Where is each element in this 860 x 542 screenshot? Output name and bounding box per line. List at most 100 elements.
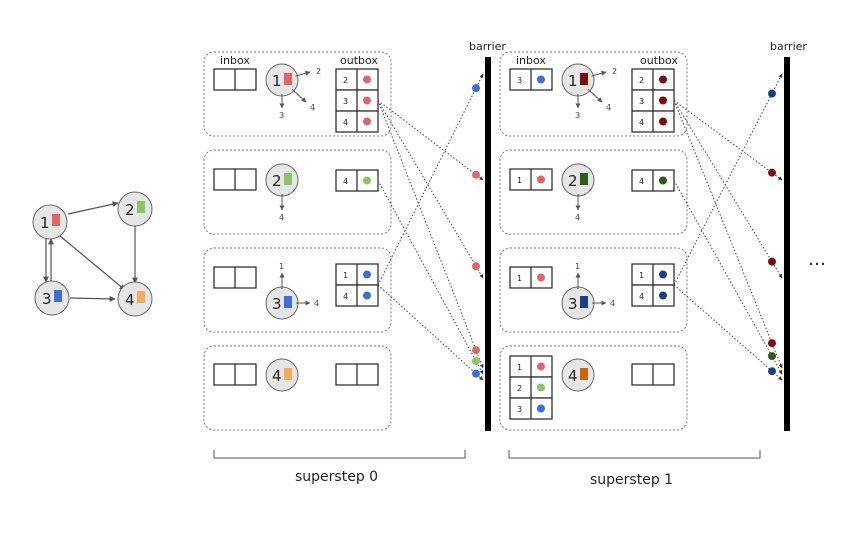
ss1-vertex-1-square — [580, 73, 588, 85]
ss1-worker-1-outbox-msg-dot — [659, 75, 667, 84]
ss0-worker-1-outbox-to-2: 2 — [343, 76, 348, 85]
ss1-worker-4-inbox-from-1: 1 — [517, 363, 522, 372]
ss1-vertex-1-edge-label-3: 3 — [575, 111, 580, 120]
ss0-worker-3-outbox-msg-dot — [363, 270, 371, 279]
ss1-vertex-3-label: 3 — [568, 295, 578, 313]
ss1-message-2-to-4 — [673, 180, 783, 375]
graph-node-2: 2 — [117, 191, 153, 227]
ss1-worker-3-outbox-to-4: 4 — [639, 292, 644, 301]
ss0-message-3-to-4 — [377, 284, 484, 381]
ss1-vertex-2-edge-label-4: 4 — [575, 213, 580, 222]
ss0-worker-4-inbox — [213, 363, 257, 386]
ss0-vertex-2-square — [284, 173, 292, 185]
ss1-message-dot-1-to-4 — [768, 339, 776, 348]
ss1-vertex-3-square — [580, 296, 588, 308]
ss0-vertex-1: 1 — [265, 63, 299, 97]
ss0-worker-2-inbox — [213, 168, 257, 191]
ss0-worker-1-outbox: 234 — [335, 68, 379, 133]
ss1-vertex-4: 4 — [561, 358, 595, 392]
ss0-worker-2-outbox-msg-dot — [363, 176, 371, 185]
ss0-message-2-to-4 — [377, 180, 484, 375]
graph-node-4: 4 — [117, 281, 153, 317]
graph-node-4-label: 4 — [125, 291, 135, 309]
ss1-message-dot-1-to-2 — [768, 168, 776, 177]
ss1-vertex-4-label: 4 — [568, 367, 578, 385]
ss0-inbox-heading: inbox — [220, 54, 250, 67]
ss0-vertex-4-label: 4 — [272, 367, 282, 385]
ss1-worker-2-inbox-from-1: 1 — [517, 176, 522, 185]
ss0-vertex-3-label: 3 — [272, 295, 282, 313]
barrier-0 — [485, 57, 491, 431]
graph-node-3: 3 — [34, 280, 70, 316]
ss0-vertex-1-edge-to-2 — [295, 70, 311, 77]
ss1-worker-4-outbox — [631, 363, 675, 386]
ss0-message-dot-1-to-2 — [472, 170, 480, 179]
ss0-message-dot-3-to-4 — [472, 369, 480, 378]
ss1-worker-1-box — [499, 51, 688, 137]
ss0-vertex-2-label: 2 — [272, 172, 282, 190]
ss1-worker-3-outbox-msg-dot — [659, 291, 667, 300]
graph-node-3-label: 3 — [42, 290, 52, 308]
ss1-inbox-heading: inbox — [516, 54, 546, 67]
ss0-outbox-heading: outbox — [340, 54, 378, 67]
ss0-worker-1-inbox — [213, 68, 257, 91]
ss0-worker-2-outbox: 4 — [335, 169, 379, 192]
ss1-message-dot-2-to-4 — [768, 352, 776, 361]
ss0-worker-1-outbox-msg-dot — [363, 117, 371, 126]
ss0-worker-4-outbox — [335, 363, 379, 386]
ss1-worker-1-outbox-to-2: 2 — [639, 76, 644, 85]
ss0-message-dot-3-to-1 — [472, 84, 480, 93]
superstep-1-bracket — [508, 450, 761, 459]
graph-node-3-square — [54, 290, 62, 302]
ss1-vertex-2-square — [580, 173, 588, 185]
ss1-message-3-to-4 — [673, 284, 783, 381]
graph-node-2-label: 2 — [125, 201, 135, 219]
ss1-worker-4-inbox-msg-dot — [537, 404, 545, 413]
ss0-worker-3-outbox-msg-dot — [363, 291, 371, 300]
ss0-vertex-2: 2 — [265, 163, 299, 197]
ss1-worker-1-outbox-msg-dot — [659, 96, 667, 105]
ss1-message-1-to-2 — [673, 100, 783, 181]
ss1-vertex-1-label: 1 — [568, 72, 578, 90]
ss1-vertex-1-edge-to-2 — [591, 70, 607, 77]
ss1-worker-4-box — [499, 345, 688, 431]
ss1-vertex-2: 2 — [561, 163, 595, 197]
ss1-worker-2-inbox: 1 — [509, 168, 553, 191]
ss1-vertex-4-square — [580, 368, 588, 380]
ss0-message-1-to-3 — [377, 100, 484, 279]
ss0-vertex-4: 4 — [265, 358, 299, 392]
ss0-vertex-1-edge-label-4: 4 — [310, 103, 315, 112]
ss1-worker-2-outbox: 4 — [631, 169, 675, 192]
ss0-vertex-1-square — [284, 73, 292, 85]
ss1-worker-1-outbox-to-4: 4 — [639, 118, 644, 127]
ss0-vertex-1-edge-label-2: 2 — [316, 67, 321, 76]
ss0-worker-3-inbox — [213, 266, 257, 289]
ss1-outbox-heading: outbox — [640, 54, 678, 67]
ss0-message-3-to-1 — [377, 73, 484, 286]
ss1-worker-3-box — [499, 247, 688, 333]
ss0-vertex-3: 3 — [265, 286, 299, 320]
ss0-vertex-3-square — [284, 296, 292, 308]
ss1-vertex-2-label: 2 — [568, 172, 578, 190]
graph-node-1-label: 1 — [40, 214, 50, 232]
barrier-1 — [784, 57, 790, 431]
ss1-worker-2-outbox-msg-dot — [659, 176, 667, 185]
ss0-worker-2-outbox-to-4: 4 — [343, 177, 348, 186]
ss1-worker-3-outbox-to-1: 1 — [639, 271, 644, 280]
graph-node-4-square — [137, 291, 145, 303]
ss0-message-1-to-2 — [377, 100, 484, 181]
barrier-1-label: barrier — [770, 40, 807, 53]
ss1-vertex-1-edge-label-2: 2 — [612, 67, 617, 76]
ss1-message-1-to-3 — [673, 100, 783, 279]
ss0-worker-1-outbox-msg-dot — [363, 96, 371, 105]
ss1-worker-4-inbox-from-2: 2 — [517, 384, 522, 393]
barrier-0-label: barrier — [469, 40, 506, 53]
ss1-vertex-3-edge-label-4: 4 — [610, 299, 615, 308]
graph-node-2-square — [137, 201, 145, 213]
